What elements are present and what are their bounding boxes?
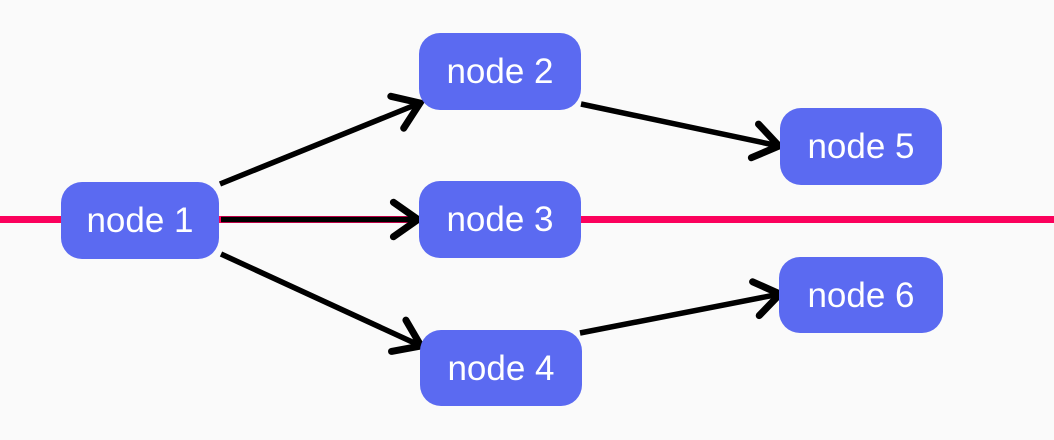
edge-shaft <box>219 251 423 349</box>
node-label: node 6 <box>807 275 915 315</box>
edge-arrow-node-4-to-node-6 <box>579 278 786 336</box>
node-label: node 1 <box>86 201 194 240</box>
arrowhead-icon <box>747 120 785 162</box>
node-node-5[interactable]: node 5 <box>780 108 942 185</box>
edge-shaft <box>218 100 422 187</box>
edge-shaft <box>580 101 780 149</box>
node-node-6[interactable]: node 6 <box>779 257 943 333</box>
node-node-1[interactable]: node 1 <box>61 182 219 259</box>
node-node-3[interactable]: node 3 <box>419 181 581 258</box>
node-node-4[interactable]: node 4 <box>420 330 582 406</box>
arrowhead-icon <box>387 92 426 132</box>
edge-arrow-node-1-to-node-3 <box>221 198 425 241</box>
edge-arrow-node-1-to-node-4 <box>219 251 427 355</box>
edge-shaft <box>579 291 781 336</box>
node-node-2[interactable]: node 2 <box>419 33 581 110</box>
node-label: node 5 <box>807 127 915 166</box>
edge-arrow-node-1-to-node-2 <box>218 92 426 187</box>
node-label: node 2 <box>446 52 554 91</box>
edge-arrow-node-2-to-node-5 <box>580 101 785 162</box>
node-label: node 3 <box>446 200 554 239</box>
arrowhead-icon <box>389 198 425 241</box>
node-label: node 4 <box>447 348 555 388</box>
